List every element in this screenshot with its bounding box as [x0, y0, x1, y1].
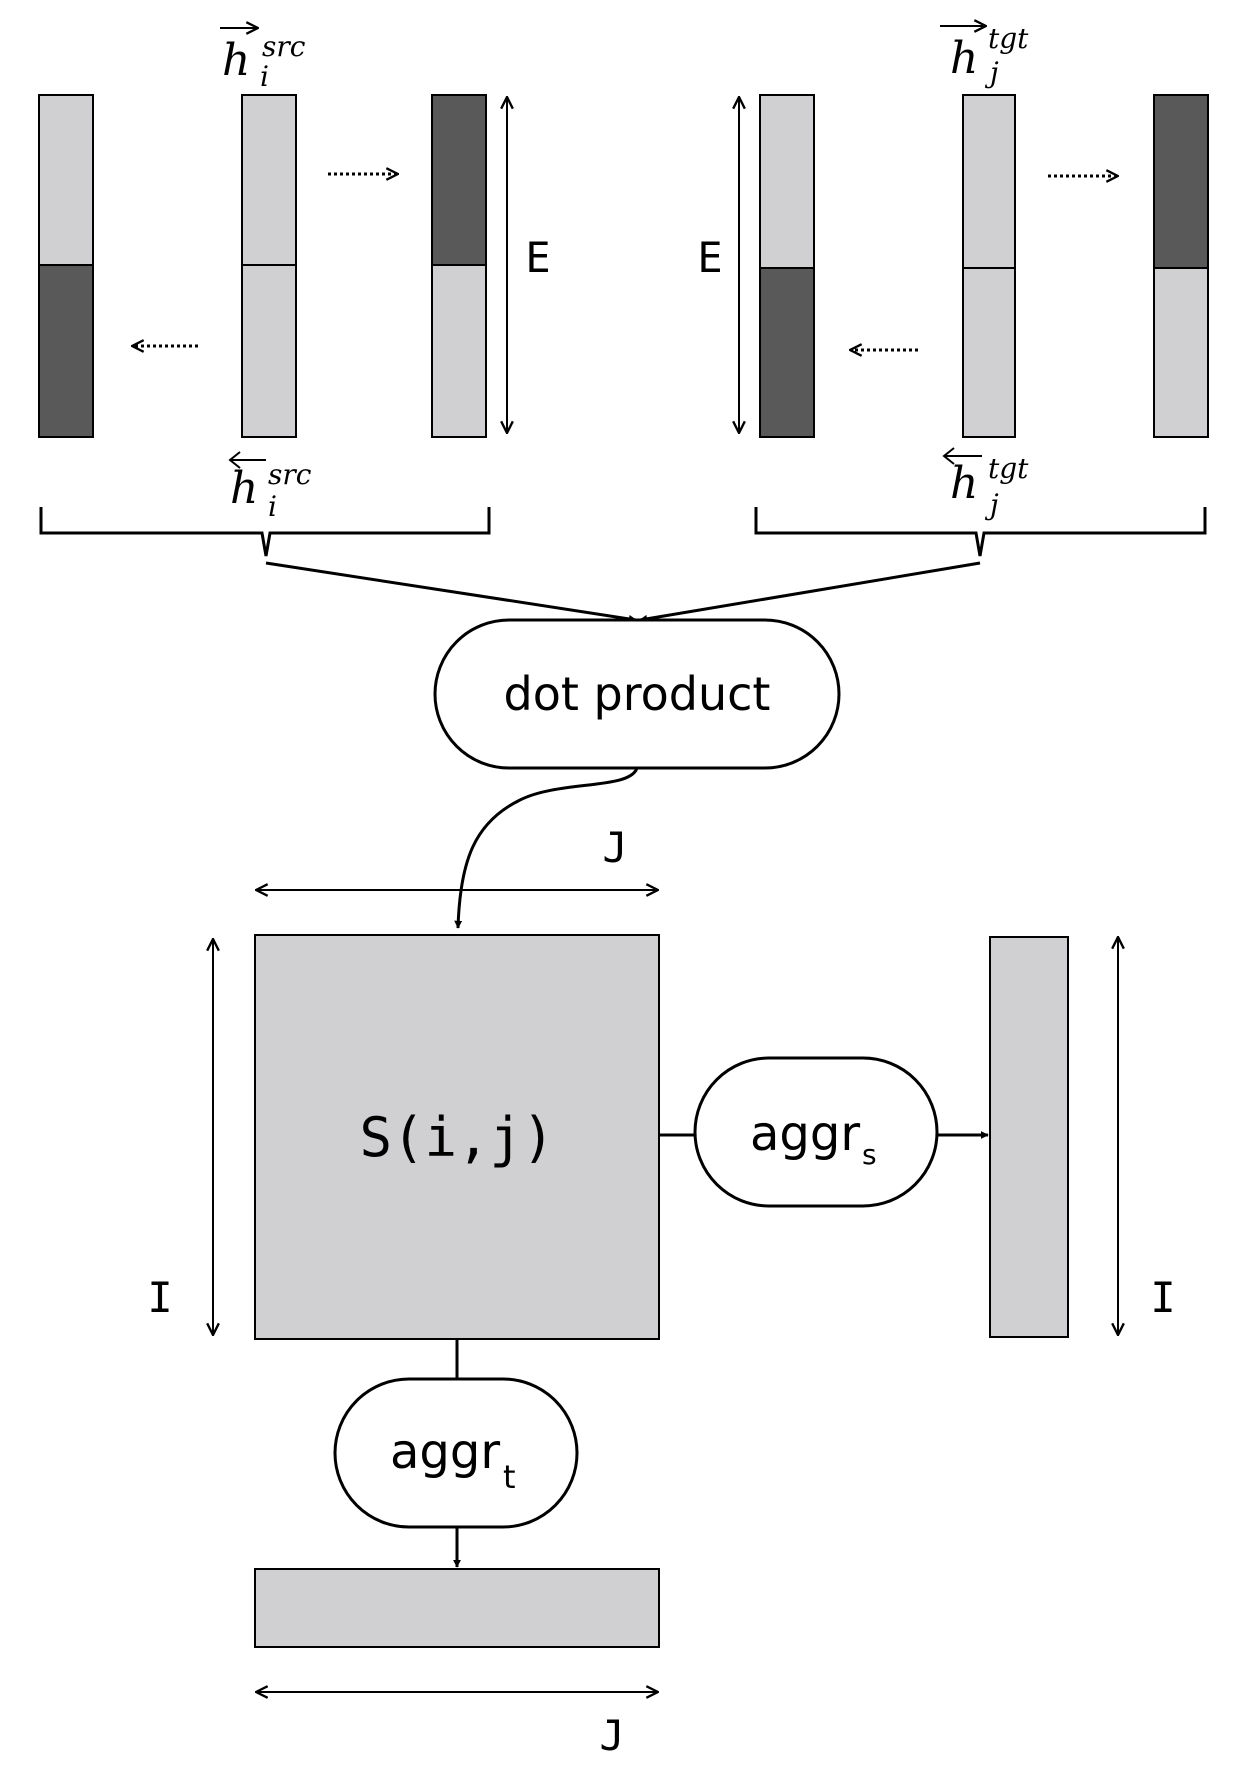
tgt-backward-arrow-mark: [942, 447, 982, 465]
src-column-1: [38, 94, 94, 438]
tgt-backward-sub: j: [984, 488, 999, 521]
src-backward-h-glyph: h: [230, 463, 258, 514]
source-vector-height-label: I: [1150, 1273, 1175, 1322]
aggr-s-subscript: s: [862, 1138, 877, 1171]
similarity-matrix-label: S(i,j): [359, 1106, 554, 1169]
aggr-t-label: aggr: [390, 1424, 500, 1480]
tgt-backward-sup: tgt: [988, 452, 1029, 485]
src-forward-sup: src: [262, 30, 306, 63]
aggr-s-label: aggr: [750, 1106, 860, 1162]
dot-product-label: dot product: [504, 667, 771, 721]
src-column-3: [431, 94, 487, 438]
dot-product-node: dot product: [433, 618, 841, 770]
dot-product-to-matrix-arrow: [454, 767, 639, 929]
aggr-s-node: aggr s: [693, 1056, 939, 1208]
src-forward-sub: i: [260, 60, 269, 93]
src-grouping-brace: [39, 507, 491, 557]
source-aggregated-vector: [989, 936, 1069, 1338]
src-backward-sup: src: [268, 458, 312, 491]
tgt-grouping-brace: [754, 507, 1207, 557]
src-encoder: E h src i h src i: [38, 28, 551, 557]
src-to-dot-product-arrow: [265, 561, 637, 623]
tgt-column-3: [1153, 94, 1209, 438]
tgt-forward-h-glyph: h: [950, 33, 978, 84]
src-backward-arrow-mark: [228, 451, 266, 469]
matrix-height-label: I: [147, 1273, 172, 1322]
src-forward-h-glyph: h: [222, 35, 250, 86]
tgt-e-dimension-label: E: [697, 233, 722, 282]
tgt-column-1: [759, 94, 815, 438]
tgt-forward-sup: tgt: [988, 22, 1029, 55]
tgt-backward-hidden-label: h tgt j: [942, 447, 1029, 521]
tgt-to-dot-product-arrow: [639, 561, 981, 623]
target-aggregated-vector: [254, 1568, 660, 1648]
src-forward-hidden-label: h src i: [220, 28, 306, 93]
tgt-forward-hidden-label: h tgt j: [940, 22, 1029, 89]
src-backward-sub: i: [268, 490, 277, 523]
src-column-2: [241, 94, 297, 438]
tgt-column-2: [962, 94, 1016, 438]
tgt-encoder: E h tgt j h tgt j: [697, 22, 1209, 557]
similarity-matrix: S(i,j): [254, 934, 660, 1340]
tgt-backward-h-glyph: h: [950, 458, 978, 509]
src-e-dimension-label: E: [525, 233, 550, 282]
aggr-t-node: aggr t: [333, 1377, 579, 1529]
target-vector-width-label: J: [599, 1711, 624, 1760]
aggr-t-subscript: t: [503, 1458, 516, 1496]
matrix-width-label: J: [602, 823, 627, 872]
tgt-forward-sub: j: [984, 56, 999, 89]
src-backward-hidden-label: h src i: [228, 451, 312, 523]
